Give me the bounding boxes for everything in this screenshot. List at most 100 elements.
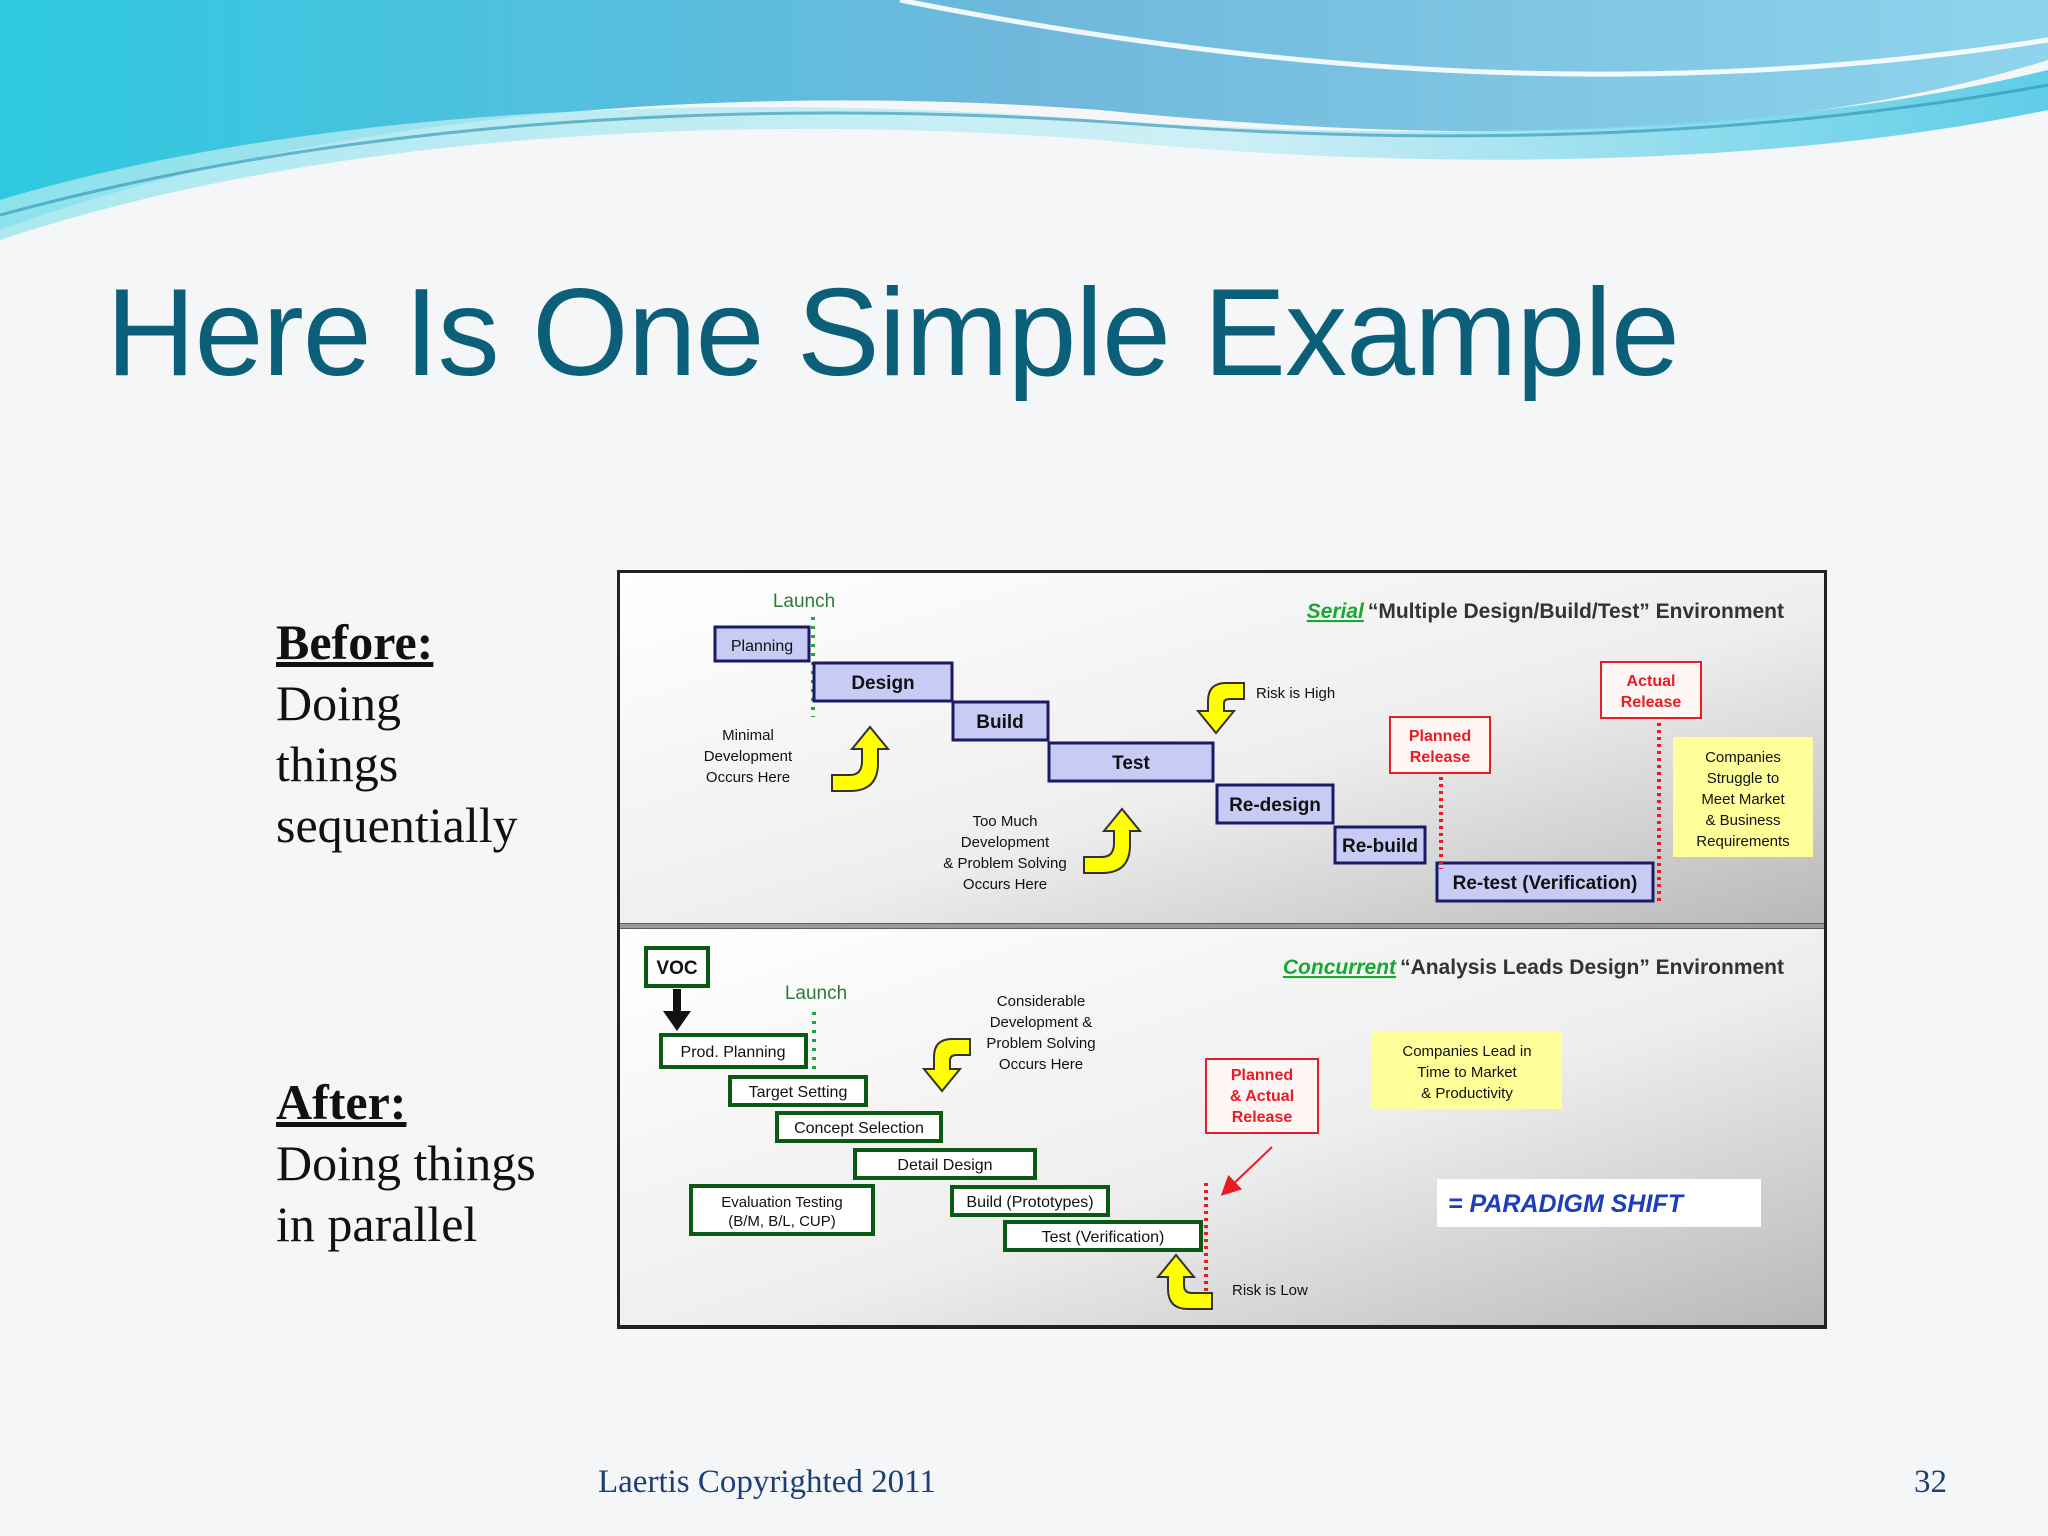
after-heading: After: xyxy=(276,1074,407,1130)
lead-note-box xyxy=(1372,1031,1562,1109)
serial-title-rest: “Multiple Design/Build/Test” Environment xyxy=(1368,600,1784,623)
before-line: Doing xyxy=(276,675,401,731)
concurrent-title-em: Concurrent xyxy=(1283,956,1397,979)
paradigm-shift-label: = PARADIGM SHIFT xyxy=(1448,1190,1686,1218)
voc-box: VOC xyxy=(644,946,710,988)
serial-step: Re-build xyxy=(1333,825,1427,865)
concurrent-step: Prod. Planning xyxy=(659,1033,808,1069)
before-line: things xyxy=(276,736,399,792)
planned-actual-release-box xyxy=(1205,1058,1319,1134)
before-heading: Before: xyxy=(276,614,434,670)
planned-release-box xyxy=(1389,716,1491,774)
svg-text:Occurs Here: Occurs Here xyxy=(963,876,1047,893)
serial-title-em: Serial xyxy=(1307,600,1365,623)
struggle-note-box xyxy=(1673,737,1813,857)
svg-text:& Productivity: & Productivity xyxy=(1421,1085,1513,1102)
paradigm-shift-box xyxy=(1437,1179,1761,1227)
footer-copyright: Laertis Copyrighted 2011 xyxy=(598,1464,936,1500)
svg-text:Evaluation Testing: Evaluation Testing xyxy=(721,1194,842,1211)
after-line: in parallel xyxy=(276,1196,478,1252)
svg-text:Occurs Here: Occurs Here xyxy=(999,1056,1083,1073)
svg-text:Target Setting: Target Setting xyxy=(749,1084,848,1101)
svg-text:Problem Solving: Problem Solving xyxy=(986,1035,1095,1052)
considerable-development-note: Considerable Development & Problem Solvi… xyxy=(986,993,1095,1073)
actual-release-box xyxy=(1600,661,1702,719)
svg-text:Planned: Planned xyxy=(1231,1067,1293,1084)
serial-step: Design xyxy=(812,661,954,703)
svg-text:& Business: & Business xyxy=(1705,812,1780,829)
planned-release-label: Release xyxy=(1410,749,1471,766)
svg-text:Re-test (Verification): Re-test (Verification) xyxy=(1453,873,1638,894)
concurrent-step: Build (Prototypes) xyxy=(950,1185,1110,1217)
svg-text:& Actual: & Actual xyxy=(1230,1088,1294,1105)
after-line: Doing things xyxy=(276,1135,536,1191)
serial-step: Re-test (Verification) xyxy=(1435,861,1655,903)
minimal-development-note: Minimal Development Occurs Here xyxy=(704,727,793,786)
svg-text:Time to Market: Time to Market xyxy=(1417,1064,1517,1081)
risk-high-label: Risk is High xyxy=(1256,685,1335,702)
svg-text:Prod. Planning: Prod. Planning xyxy=(681,1044,786,1061)
concurrent-step: Target Setting xyxy=(728,1075,868,1107)
svg-text:Struggle to: Struggle to xyxy=(1707,770,1780,787)
svg-text:Detail Design: Detail Design xyxy=(897,1157,992,1174)
concurrent-step: Test (Verification) xyxy=(1003,1220,1203,1252)
svg-text:Build: Build xyxy=(976,712,1024,733)
after-text-block: After: Doing things in parallel xyxy=(276,1072,596,1255)
struggle-note: Companies Struggle to Meet Market & Busi… xyxy=(1696,749,1789,850)
red-arrow-icon xyxy=(1220,1146,1273,1196)
actual-release-label: Actual xyxy=(1627,673,1676,690)
concurrent-step: Detail Design xyxy=(853,1148,1037,1180)
serial-step: Planning xyxy=(713,625,811,663)
serial-title: Serial“Multiple Design/Build/Test” Envir… xyxy=(1307,600,1784,623)
concurrent-title-rest: “Analysis Leads Design” Environment xyxy=(1400,956,1784,979)
svg-text:Build (Prototypes): Build (Prototypes) xyxy=(966,1194,1093,1211)
serial-step: Test xyxy=(1047,741,1215,783)
down-arrow-icon xyxy=(663,989,691,1031)
page-number: 32 xyxy=(1914,1464,1947,1500)
svg-text:& Problem Solving: & Problem Solving xyxy=(943,855,1066,872)
svg-text:Planning: Planning xyxy=(731,638,793,655)
before-line: sequentially xyxy=(276,797,518,853)
svg-text:Test: Test xyxy=(1112,753,1150,774)
before-text-block: Before: Doing things sequentially xyxy=(276,612,576,856)
serial-launch-label: Launch xyxy=(773,591,835,612)
svg-text:Test (Verification): Test (Verification) xyxy=(1042,1229,1165,1246)
planned-release-label: Planned xyxy=(1409,728,1471,745)
too-much-development-note: Too Much Development & Problem Solving O… xyxy=(943,813,1066,893)
svg-text:Re-design: Re-design xyxy=(1229,795,1321,816)
svg-text:Meet Market: Meet Market xyxy=(1701,791,1785,808)
header-wave-decoration xyxy=(0,0,2048,240)
svg-text:Considerable: Considerable xyxy=(997,993,1085,1010)
curved-up-arrow-icon xyxy=(1083,807,1143,874)
slide-title: Here Is One Simple Example xyxy=(106,264,1680,402)
svg-text:VOC: VOC xyxy=(656,958,697,979)
concurrent-step: Concept Selection xyxy=(775,1111,943,1143)
svg-text:Too Much: Too Much xyxy=(972,813,1037,830)
svg-text:Development: Development xyxy=(961,834,1050,851)
concurrent-launch-label: Launch xyxy=(785,983,847,1004)
svg-text:Companies: Companies xyxy=(1705,749,1781,766)
curved-down-arrow-icon xyxy=(921,1038,971,1093)
svg-text:Release: Release xyxy=(1232,1109,1293,1126)
lead-note: Companies Lead in Time to Market & Produ… xyxy=(1402,1043,1531,1102)
svg-text:Re-build: Re-build xyxy=(1342,836,1418,857)
process-comparison-diagram: Serial“Multiple Design/Build/Test” Envir… xyxy=(617,570,1827,1329)
planned-actual-release-label: Planned & Actual Release xyxy=(1230,1067,1294,1126)
curved-down-arrow-icon xyxy=(1195,682,1245,735)
serial-step: Re-design xyxy=(1215,783,1335,825)
svg-text:Occurs Here: Occurs Here xyxy=(706,769,790,786)
curved-up-arrow-icon xyxy=(1155,1253,1213,1310)
serial-step: Build xyxy=(951,700,1050,742)
concurrent-title: Concurrent“Analysis Leads Design” Enviro… xyxy=(1283,956,1784,979)
svg-text:Design: Design xyxy=(851,673,914,694)
svg-text:Concept Selection: Concept Selection xyxy=(794,1120,924,1137)
svg-text:Development &: Development & xyxy=(990,1014,1093,1031)
svg-text:Minimal: Minimal xyxy=(722,727,774,744)
risk-low-label: Risk is Low xyxy=(1232,1282,1308,1299)
svg-text:Requirements: Requirements xyxy=(1696,833,1789,850)
curved-up-arrow-icon xyxy=(831,725,891,792)
svg-text:(B/M, B/L, CUP): (B/M, B/L, CUP) xyxy=(728,1213,836,1230)
concurrent-step: Evaluation Testing (B/M, B/L, CUP) xyxy=(689,1184,875,1236)
svg-text:Development: Development xyxy=(704,748,793,765)
actual-release-label: Release xyxy=(1621,694,1682,711)
